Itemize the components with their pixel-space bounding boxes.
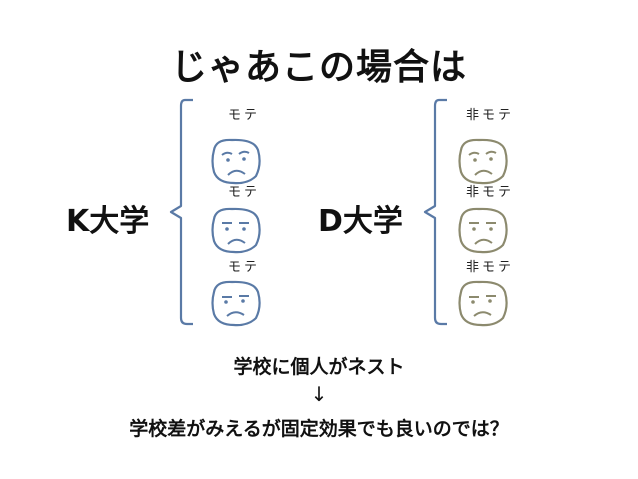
group-d-member-2-sad-face-icon (458, 207, 508, 254)
group-k-member-1-sad-face-icon (211, 138, 261, 185)
group-k-member-2-sad-face-icon (211, 207, 261, 254)
group-d-member-1-sad-face-icon (458, 138, 508, 185)
group-d-member-3-label: 非モテ (466, 260, 515, 275)
group-d-member-1-label: 非モテ (466, 108, 515, 123)
group-k-member-2-label: モテ (228, 185, 261, 200)
group-k-member-3-sad-face-icon (211, 280, 261, 327)
group-k-name: K大学 (66, 204, 150, 239)
group-d-member-2-label: 非モテ (466, 185, 515, 200)
down-arrow-icon: ↓ (310, 382, 328, 406)
note-fixed-effects: 学校差がみえるが固定効果でも良いのでは？ (129, 418, 509, 440)
group-k-bracket-icon (169, 98, 193, 326)
group-d-bracket-icon (423, 98, 447, 326)
group-d-member-3-sad-face-icon (458, 280, 508, 327)
note-nesting: 学校に個人がネスト (233, 356, 405, 378)
slide-title: じゃあこの場合は (170, 47, 467, 88)
group-k-member-1-label: モテ (228, 108, 261, 123)
group-k-member-3-label: モテ (228, 260, 261, 275)
group-d-name: D大学 (318, 204, 403, 239)
